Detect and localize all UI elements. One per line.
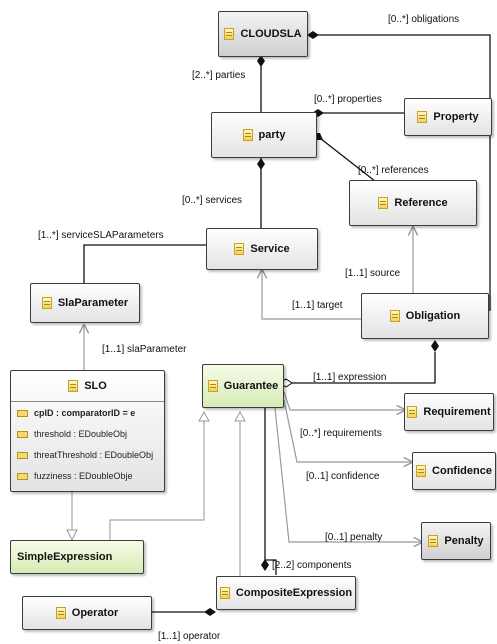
class-name: Guarantee <box>223 380 279 392</box>
label-services: [0..*] services <box>182 195 243 206</box>
class-composite-expression[interactable]: CompositeExpression <box>216 576 356 610</box>
class-icon <box>55 607 66 619</box>
attribute-text: threatThreshold : EDoubleObj <box>34 450 154 460</box>
class-sla-parameter[interactable]: SlaParameter <box>30 283 140 323</box>
class-service[interactable]: Service <box>206 228 318 270</box>
attribute-text: threshold : EDoubleObj <box>34 429 128 439</box>
class-icon <box>407 406 418 418</box>
class-icon <box>417 111 428 123</box>
label-target: [1..1] target <box>292 300 343 311</box>
class-icon <box>234 243 245 255</box>
class-name: Requirement <box>423 406 491 418</box>
class-icon <box>207 380 218 392</box>
components-association <box>264 406 277 575</box>
composition-diamond <box>257 158 265 170</box>
slo-attribute: threshold : EDoubleObj <box>17 425 162 443</box>
slo-attribute: cpID : comparatorID = e <box>17 404 162 422</box>
label-parties: [2..*] parties <box>192 70 246 81</box>
attribute-icon <box>17 472 28 480</box>
class-name: Obligation <box>405 310 461 322</box>
class-simple-expression[interactable]: SimpleExpression <box>10 540 144 574</box>
label-properties: [0..*] properties <box>314 94 382 105</box>
composition-diamond <box>257 55 265 67</box>
target-association <box>262 270 361 320</box>
class-name: Confidence <box>432 465 492 477</box>
class-name: SLO <box>84 380 107 392</box>
label-references: [0..*] references <box>358 165 429 176</box>
slo-attribute: threatThreshold : EDoubleObj <box>17 446 162 464</box>
class-slo[interactable]: SLO cpID : comparatorID = e threshold : … <box>10 370 165 492</box>
class-name: Property <box>433 111 479 123</box>
class-icon <box>378 197 389 209</box>
label-requirements: [0..*] requirements <box>300 428 382 439</box>
attribute-icon <box>17 451 28 459</box>
class-name: party <box>258 129 286 141</box>
composition-diamond <box>204 608 216 616</box>
attribute-icon <box>17 409 28 417</box>
class-operator[interactable]: Operator <box>22 596 152 630</box>
confidence-association <box>283 399 412 462</box>
generalization-triangle <box>66 529 78 542</box>
class-reference[interactable]: Reference <box>349 180 477 226</box>
label-confidence: [0..1] confidence <box>306 471 380 482</box>
class-name: SlaParameter <box>57 297 129 309</box>
label-source: [1..1] source <box>345 268 401 279</box>
class-guarantee[interactable]: Guarantee <box>202 364 284 408</box>
class-icon <box>41 297 52 309</box>
class-name: Operator <box>71 607 119 619</box>
generalization-triangle <box>234 410 246 422</box>
class-penalty[interactable]: Penalty <box>421 522 491 560</box>
attribute-icon <box>17 430 28 438</box>
class-icon <box>428 535 439 547</box>
label-expression: [1..1] expression <box>313 372 387 383</box>
class-obligation[interactable]: Obligation <box>361 293 489 339</box>
class-requirement[interactable]: Requirement <box>404 393 494 431</box>
class-name: Service <box>250 243 290 255</box>
label-sla-parameter: [1..1] slaParameter <box>102 344 187 355</box>
class-cloudsla[interactable]: CLOUDSLA <box>218 11 308 57</box>
class-icon <box>219 587 230 599</box>
class-header: SLO <box>11 371 164 402</box>
label-components: [2..2] components <box>272 560 352 571</box>
class-name: Reference <box>394 197 448 209</box>
composition-diamond <box>261 559 269 571</box>
penalty-association <box>274 407 422 542</box>
class-name: Penalty <box>444 535 484 547</box>
attribute-text: cpID : comparatorID = e <box>34 408 136 418</box>
class-name: CompositeExpression <box>235 587 353 599</box>
label-obligations: [0..*] obligations <box>388 14 460 25</box>
class-name: CLOUDSLA <box>240 28 302 40</box>
composition-diamond <box>431 340 439 352</box>
generalization-triangle <box>198 410 210 422</box>
class-confidence[interactable]: Confidence <box>412 452 496 490</box>
composition-diamond <box>307 31 319 39</box>
expression-association <box>284 352 436 384</box>
class-name: SimpleExpression <box>17 551 113 563</box>
attribute-text: fuzziness : EDoubleObje <box>34 471 133 481</box>
class-icon <box>242 129 253 141</box>
label-penalty: [0..1] penalty <box>325 532 383 543</box>
class-icon <box>224 28 235 40</box>
class-icon <box>389 310 400 322</box>
generalization-simple <box>109 420 205 540</box>
class-property[interactable]: Property <box>404 98 492 136</box>
label-service-sla-parameters: [1..*] serviceSLAParameters <box>38 230 164 241</box>
class-party[interactable]: party <box>211 112 317 158</box>
requirements-association <box>283 391 405 410</box>
class-icon <box>68 380 79 392</box>
label-operator: [1..1] operator <box>158 631 221 642</box>
class-icon <box>416 465 427 477</box>
service-sla-parameters-association <box>83 244 207 283</box>
slo-attribute: fuzziness : EDoubleObje <box>17 467 162 485</box>
references-association <box>315 134 381 186</box>
